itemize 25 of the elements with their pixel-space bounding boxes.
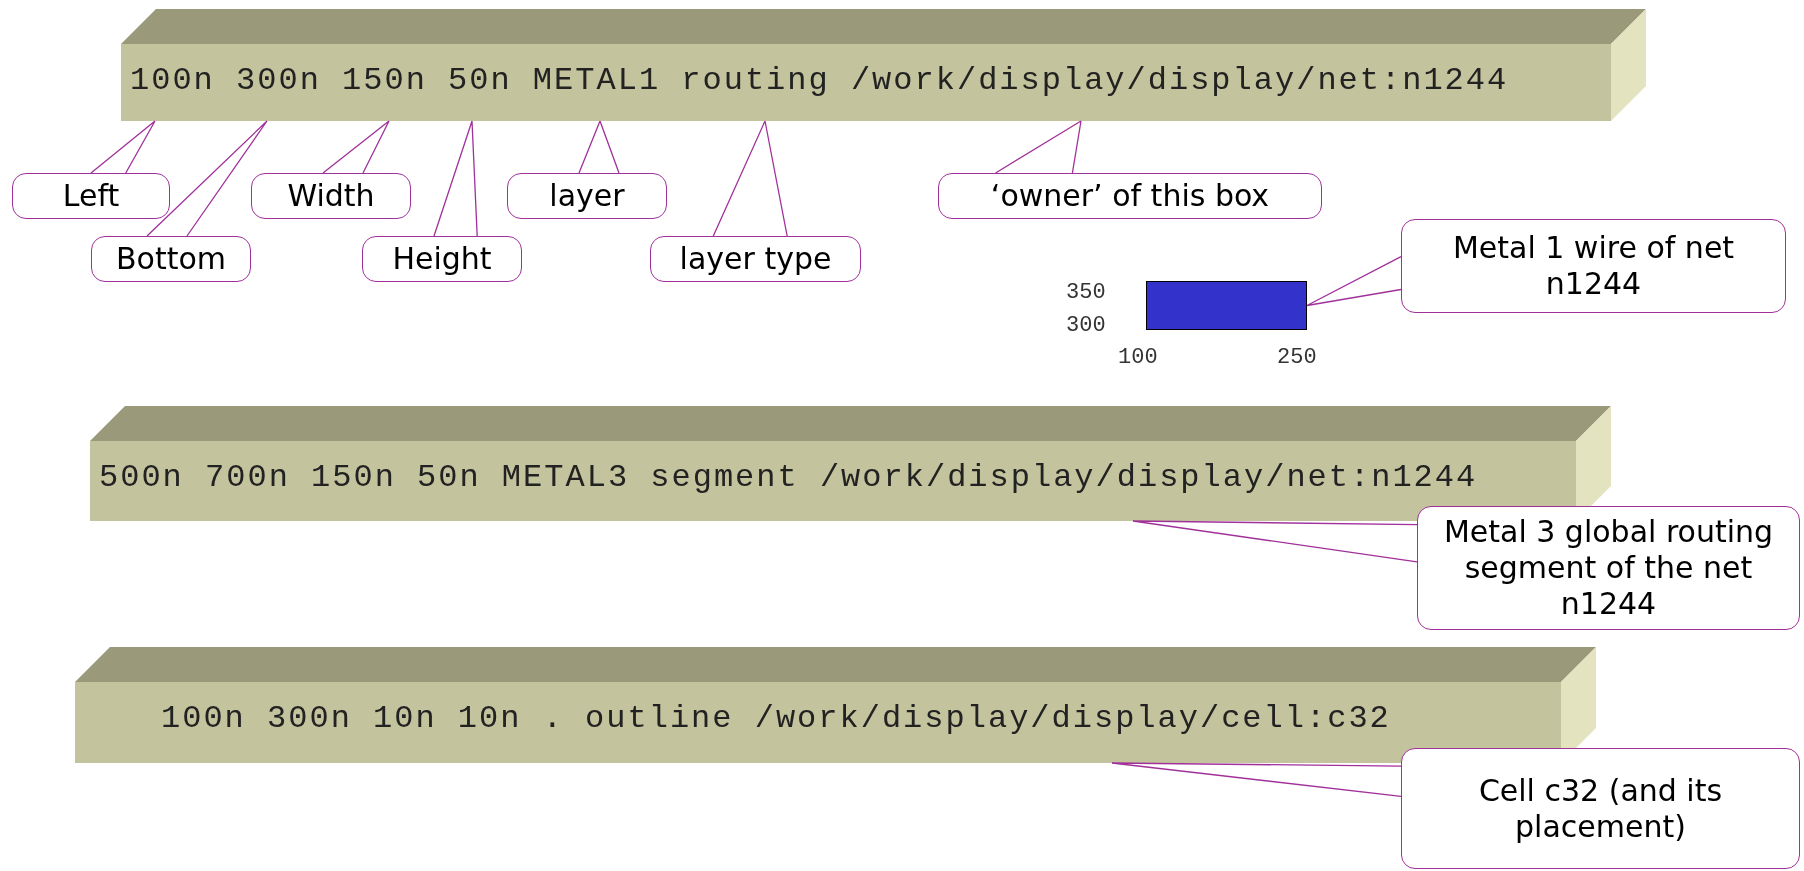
leader-line bbox=[712, 120, 788, 237]
callout-bubble: Left bbox=[12, 173, 170, 219]
callout-bubble: Metal 3 global routing segment of the net n1244 bbox=[1417, 506, 1800, 630]
axis-number: 250 bbox=[1277, 345, 1317, 370]
leader-line bbox=[433, 120, 478, 237]
leader-line bbox=[578, 120, 620, 174]
callout-bubble: layer type bbox=[650, 236, 861, 282]
axis-number: 300 bbox=[1066, 313, 1106, 338]
leader-line bbox=[146, 120, 268, 237]
leader-line bbox=[1132, 520, 1418, 563]
callout-bubble: ‘owner’ of this box bbox=[938, 173, 1322, 219]
axis-number: 100 bbox=[1118, 345, 1158, 370]
wire-rectangle bbox=[1146, 281, 1307, 330]
leader-line bbox=[1111, 762, 1402, 798]
callout-bubble: Metal 1 wire of net n1244 bbox=[1401, 219, 1786, 313]
leader-line bbox=[90, 120, 156, 174]
leader-line bbox=[994, 120, 1082, 174]
callout-bubble: Width bbox=[251, 173, 411, 219]
callout-bubble: Cell c32 (and its placement) bbox=[1401, 748, 1800, 869]
leader-line bbox=[322, 120, 390, 174]
callout-bubble: Bottom bbox=[91, 236, 251, 282]
callout-bubble: layer bbox=[507, 173, 667, 219]
axis-number: 350 bbox=[1066, 280, 1106, 305]
leader-line bbox=[1306, 255, 1402, 307]
callout-bubble: Height bbox=[362, 236, 522, 282]
